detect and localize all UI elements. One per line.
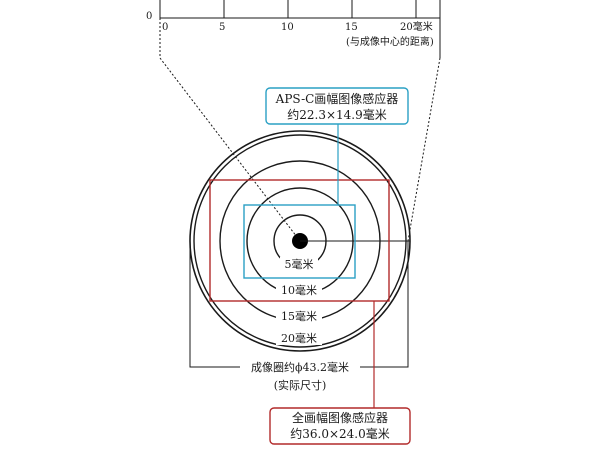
projection-line-left-diagonal xyxy=(159,57,301,242)
scale-tick-label-15: 15 xyxy=(345,22,358,33)
scale-tick-label-5: 5 xyxy=(219,22,225,33)
full-frame-title: 全画幅图像感应器 xyxy=(292,410,388,425)
ring-label-20mm: 20毫米 xyxy=(281,331,317,345)
scale-tick-label-0: 0 xyxy=(162,22,168,33)
full-frame-size: 约36.0×24.0毫米 xyxy=(290,426,390,441)
scale-caption: (与成像中心的距离) xyxy=(346,35,434,48)
ring-label-15mm: 15毫米 xyxy=(281,309,317,323)
projection-line-right-diagonal xyxy=(407,57,441,242)
scale-tick-label-10: 10 xyxy=(281,22,294,33)
image-circle-bracket xyxy=(189,241,409,368)
distance-scale: 0 0 5 10 15 20毫米 (与成像中心的距离) xyxy=(146,0,441,58)
image-circle-note: (实际尺寸) xyxy=(274,378,327,392)
scale-tick-label-20: 20毫米 xyxy=(400,20,433,33)
full-frame-sensor-rect xyxy=(209,179,390,302)
full-frame-callout-box xyxy=(269,407,411,445)
scale-zero-label: 0 xyxy=(146,11,152,22)
aps-c-sensor-rect xyxy=(243,204,356,279)
image-circle-label: 成像圈约ϕ43.2毫米 xyxy=(251,360,349,374)
ring-label-10mm: 10毫米 xyxy=(281,283,317,297)
aps-c-callout-box xyxy=(265,87,409,125)
projection-lines xyxy=(159,18,441,242)
aps-c-title: APS-C画幅图像感应器 xyxy=(275,91,399,106)
ring-label-5mm: 5毫米 xyxy=(285,257,314,271)
aps-c-size: 约22.3×14.9毫米 xyxy=(287,107,387,122)
